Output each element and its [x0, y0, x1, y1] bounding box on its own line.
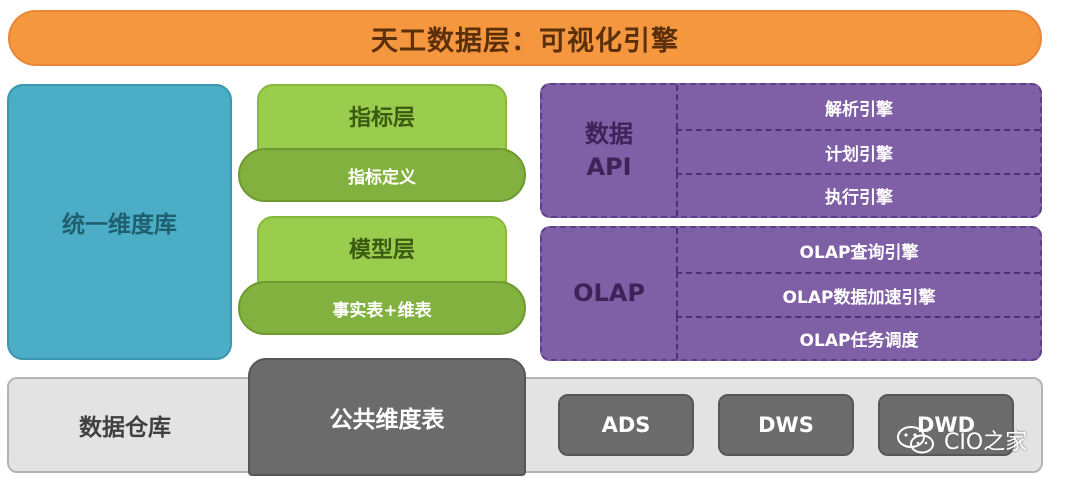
dimension-library-label: 统一维度库 — [62, 212, 177, 238]
data-api-label: 数据 API — [542, 85, 676, 216]
olap-acceleration-engine-label: OLAP数据加速引擎 — [782, 287, 936, 308]
dws-layer-box: DWS — [718, 394, 854, 456]
dws-label: DWS — [758, 413, 814, 437]
data-api-group: 数据 API 解析引擎 计划引擎 执行引擎 — [540, 83, 1042, 218]
olap-row: OLAP数据加速引擎 — [676, 272, 1040, 316]
ads-label: ADS — [601, 413, 651, 437]
olap-label: OLAP — [573, 279, 645, 308]
engine-banner: 天工数据层：可视化引擎 — [8, 10, 1042, 66]
public-dimension-label: 公共维度表 — [329, 407, 445, 433]
olap-query-engine-label: OLAP查询引擎 — [799, 242, 919, 263]
dwd-label: DWD — [916, 413, 976, 437]
wechat-icon — [897, 426, 934, 454]
data-warehouse-text: 数据仓库 — [79, 415, 171, 441]
model-layer-block: 模型层 — [257, 216, 507, 288]
watermark: CIO之家 — [896, 420, 1056, 460]
olap-row: OLAP查询引擎 — [676, 228, 1040, 272]
fact-dim-table-pill: 事实表+维表 — [238, 281, 526, 335]
ads-layer-box: ADS — [558, 394, 694, 456]
metric-definition-pill: 指标定义 — [238, 148, 526, 202]
public-dimension-table: 公共维度表 — [248, 358, 526, 476]
data-api-label-line1: 数据 — [585, 120, 633, 149]
data-api-row: 解析引擎 — [676, 85, 1040, 129]
metric-definition-label: 指标定义 — [348, 167, 416, 188]
parse-engine-label: 解析引擎 — [825, 99, 893, 120]
olap-label-box: OLAP — [542, 228, 676, 359]
execution-engine-label: 执行引擎 — [825, 188, 893, 208]
model-layer-title: 模型层 — [348, 238, 415, 263]
data-api-row: 执行引擎 — [676, 173, 1040, 216]
unified-dimension-library: 统一维度库 — [7, 84, 232, 360]
data-warehouse-label: 数据仓库 — [30, 395, 220, 455]
olap-task-scheduling-label: OLAP任务调度 — [799, 331, 919, 351]
watermark-text: CIO之家 — [944, 430, 1028, 455]
plan-engine-label: 计划引擎 — [825, 144, 893, 165]
data-api-row: 计划引擎 — [676, 129, 1040, 173]
olap-row: OLAP任务调度 — [676, 316, 1040, 359]
dwd-layer-box: DWD — [878, 394, 1014, 456]
banner-title: 天工数据层：可视化引擎 — [371, 25, 679, 57]
data-api-label-line2: API — [586, 152, 632, 181]
olap-group: OLAP OLAP查询引擎 OLAP数据加速引擎 OLAP任务调度 — [540, 226, 1042, 361]
metric-layer-title: 指标层 — [348, 106, 415, 131]
metric-layer-block: 指标层 — [257, 84, 507, 156]
fact-dim-table-label: 事实表+维表 — [332, 300, 432, 321]
